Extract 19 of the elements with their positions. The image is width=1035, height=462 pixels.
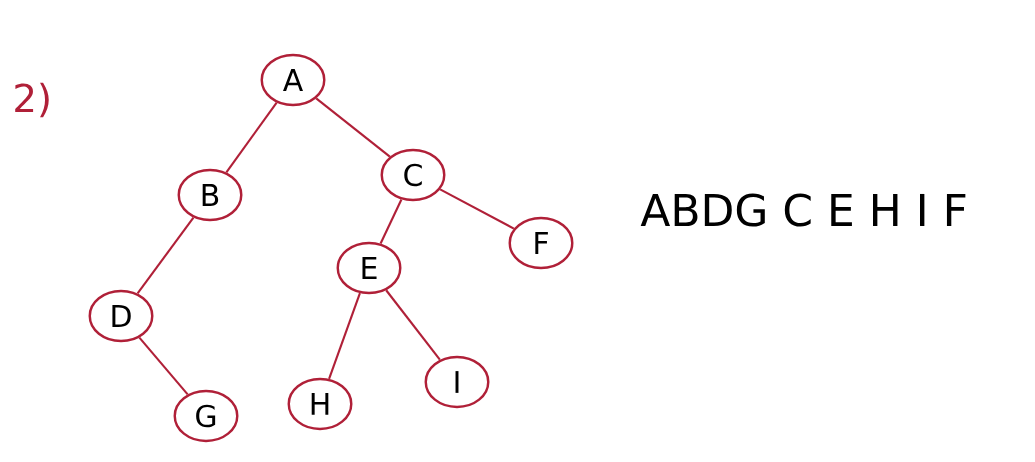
tree-node: H xyxy=(287,377,353,431)
traversal-sequence: ABDG C E H I F xyxy=(640,193,966,227)
tree-node: B xyxy=(177,168,243,222)
tree-node: D xyxy=(88,289,154,343)
tree-node: E xyxy=(336,241,402,295)
item-number: 2) xyxy=(15,82,49,118)
tree-edge xyxy=(379,199,403,244)
tree-node: C xyxy=(380,148,446,202)
tree-edge xyxy=(136,216,195,295)
tree-node: F xyxy=(508,216,574,270)
tree-edge xyxy=(385,289,441,361)
tree-edge xyxy=(138,336,189,396)
tree-edge xyxy=(225,102,278,173)
tree-edge xyxy=(439,188,515,230)
tree-node: G xyxy=(173,389,239,443)
tree-node: A xyxy=(260,53,326,107)
tree-node: I xyxy=(424,355,490,409)
tree-edge xyxy=(328,292,361,380)
tree-edge xyxy=(315,97,391,158)
